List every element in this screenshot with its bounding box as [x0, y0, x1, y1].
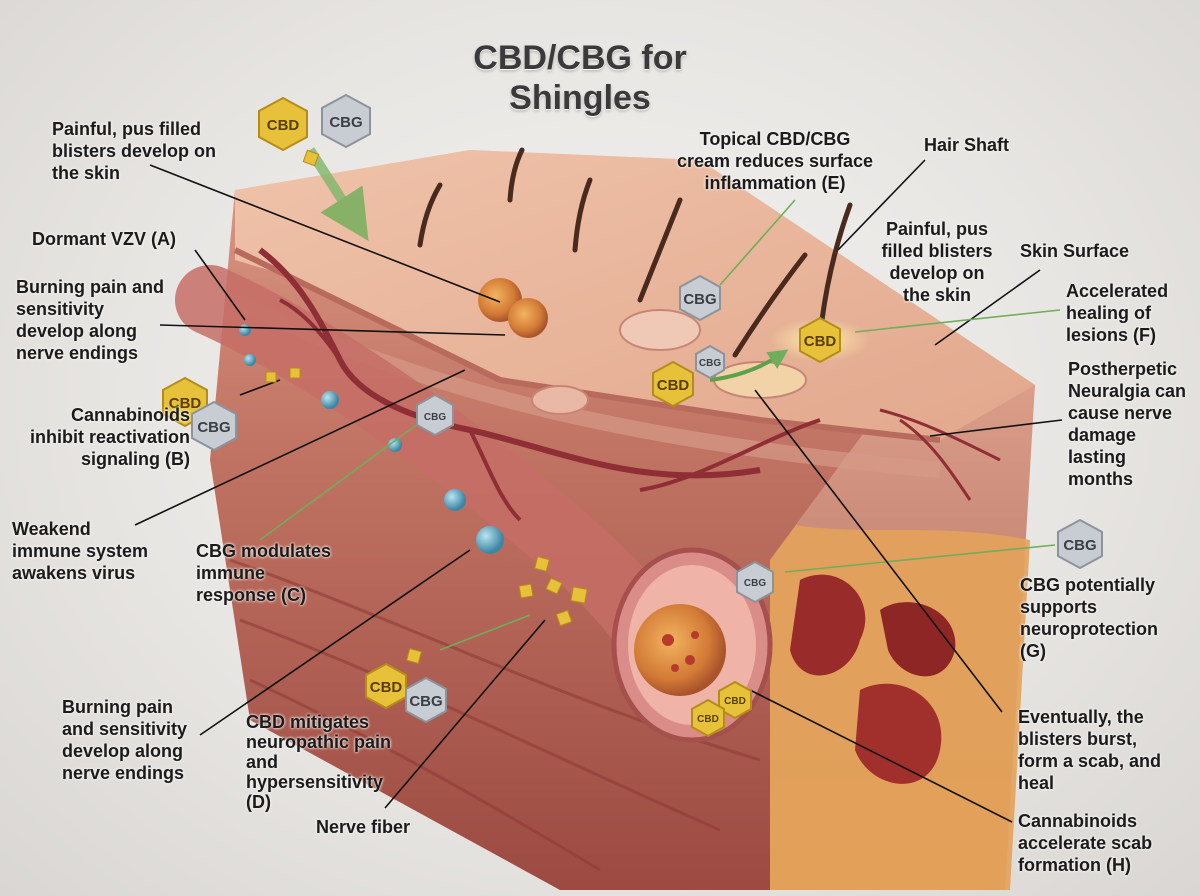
nerve-branch — [879, 408, 1001, 501]
leader-dormant-vzv — [194, 249, 246, 321]
leader-accelerated — [854, 309, 1061, 333]
leader-pus-top-left — [149, 164, 501, 303]
green-arrow-healing — [709, 349, 789, 382]
skin-top-plane — [235, 150, 1035, 440]
cbg-badge-top: CBG — [321, 93, 371, 149]
leader-burning-top — [159, 324, 506, 336]
label-accelerated-healing: Accelerated healing of lesions (F) — [1066, 281, 1169, 345]
svg-text:CBG: CBG — [744, 578, 766, 589]
hair-shaft-6 — [819, 202, 853, 323]
leader-lines — [134, 159, 1063, 823]
cannabinoid-particles — [265, 149, 588, 664]
svg-text:CBD: CBD — [657, 377, 690, 394]
cbg-badge-topical: CBG — [679, 274, 721, 322]
cbg-badge-nerve: CBG — [736, 560, 774, 604]
leader-cbd-mitigates — [439, 614, 531, 651]
label-burning-pain-bottom: Burning pain and sensitivity develop alo… — [62, 697, 188, 783]
label-postherpetic-neuralgia: Postherpetic Neuralgia can cause nerve d… — [1068, 359, 1187, 489]
muscle-patch-2 — [855, 683, 942, 784]
svg-text:CBD: CBD — [267, 117, 300, 134]
cbd-badge-top: CBD — [258, 96, 308, 152]
svg-text:CBG: CBG — [424, 412, 446, 423]
muscle-patch-1 — [790, 574, 866, 676]
muscle-band-2 — [239, 618, 721, 832]
leader-weakend — [134, 369, 466, 526]
cbd-badge-bottom: CBD — [365, 662, 407, 710]
leader-skin-surface — [934, 269, 1041, 346]
cbg-badge-left: CBG — [191, 400, 237, 452]
cbd-badge-nerve-2: CBD — [691, 698, 725, 738]
cbg-badge-immune: CBG — [416, 393, 454, 437]
blood-vessel-2 — [279, 298, 821, 522]
immune-cell-2 — [444, 489, 466, 511]
svg-text:CBD: CBD — [697, 714, 719, 725]
label-hair-shaft: Hair Shaft — [924, 135, 1010, 155]
immune-cell-6 — [244, 354, 256, 366]
svg-text:CBD: CBD — [724, 696, 746, 707]
cbd-badge-nerve-1: CBD — [718, 680, 752, 720]
blister-lesion-2 — [619, 309, 701, 351]
immune-cell-5 — [239, 324, 251, 336]
svg-text:CBG: CBG — [699, 358, 721, 369]
blister-lesion-1 — [531, 385, 589, 415]
label-burning-pain-top: Burning pain and sensitivity develop alo… — [16, 277, 164, 363]
cbg-badge-bottom: CBG — [405, 676, 447, 724]
immune-cell-1 — [476, 526, 504, 554]
blister-cluster-1 — [478, 278, 548, 338]
leader-hair-shaft — [837, 159, 926, 251]
cbg-badge-neuro: CBG — [1057, 518, 1103, 570]
label-eventually-blisters: Eventually, the blisters burst, form a s… — [1018, 707, 1162, 793]
muscle-band-3 — [249, 678, 601, 872]
hair-shaft-2 — [507, 147, 525, 203]
svg-text:CBG: CBG — [1063, 537, 1096, 554]
label-neuroprotection: CBG potentially supports neuroprotection… — [1020, 575, 1158, 661]
cbd-badge-healing: CBD — [799, 316, 841, 364]
svg-text:CBG: CBG — [683, 291, 716, 308]
label-cbd-mitigates: CBD mitigates neuropathic pain and hyper… — [246, 712, 392, 812]
muscle-patch-3 — [880, 602, 956, 677]
svg-text:CBG: CBG — [329, 114, 362, 131]
label-nerve-fiber: Nerve fiber — [316, 817, 411, 837]
leader-topical — [719, 199, 796, 286]
label-accelerate-scab: Cannabinoids accelerate scab formation (… — [1018, 811, 1153, 875]
svg-text:CBG: CBG — [197, 419, 230, 436]
svg-text:CBG: CBG — [409, 693, 442, 710]
leader-eventually — [754, 389, 1003, 713]
cbd-badge-blister: CBD — [652, 360, 694, 408]
label-dormant-vzv: Dormant VZV (A) — [32, 229, 176, 249]
svg-text:CBD: CBD — [804, 333, 837, 350]
hair-shaft-4 — [637, 197, 683, 303]
leader-postherpetic — [929, 419, 1063, 437]
label-pus-blisters-top-left: Painful, pus filled blisters develop on … — [52, 119, 217, 183]
immune-cell-3 — [321, 391, 339, 409]
svg-text:CBD: CBD — [169, 395, 202, 412]
label-topical-cream: Topical CBD/CBG cream reduces surface in… — [676, 129, 874, 193]
cbg-badge-blister: CBG — [695, 344, 725, 380]
svg-text:CBD: CBD — [370, 679, 403, 696]
leader-cbg-immune — [259, 414, 431, 541]
leader-accelerate-scab — [749, 689, 1013, 823]
hair-shaft-3 — [572, 177, 593, 253]
epidermis-edge — [233, 247, 941, 443]
label-cannabinoids-inhibit: Cannabinoids inhibit reactivation signal… — [29, 405, 190, 469]
page-title: CBD/CBG for Shingles — [473, 39, 687, 117]
label-skin-surface: Skin Surface — [1020, 241, 1130, 261]
label-weakend-immune: Weakend immune system awakens virus — [12, 519, 149, 583]
label-cbg-immune: CBG modulates immune response (C) — [196, 541, 332, 605]
label-pus-blisters-right: Painful, pus filled blisters develop on … — [881, 219, 993, 305]
leader-nerve-fiber — [384, 619, 546, 809]
green-arrow-topical — [305, 147, 369, 242]
hair-shaft-5 — [732, 252, 808, 358]
leader-neuroprotection — [784, 544, 1056, 573]
immune-cell-4 — [388, 438, 402, 452]
virus-particle-large — [634, 604, 726, 696]
leader-burning-bottom — [199, 549, 471, 736]
hair-shaft-1 — [417, 182, 443, 248]
